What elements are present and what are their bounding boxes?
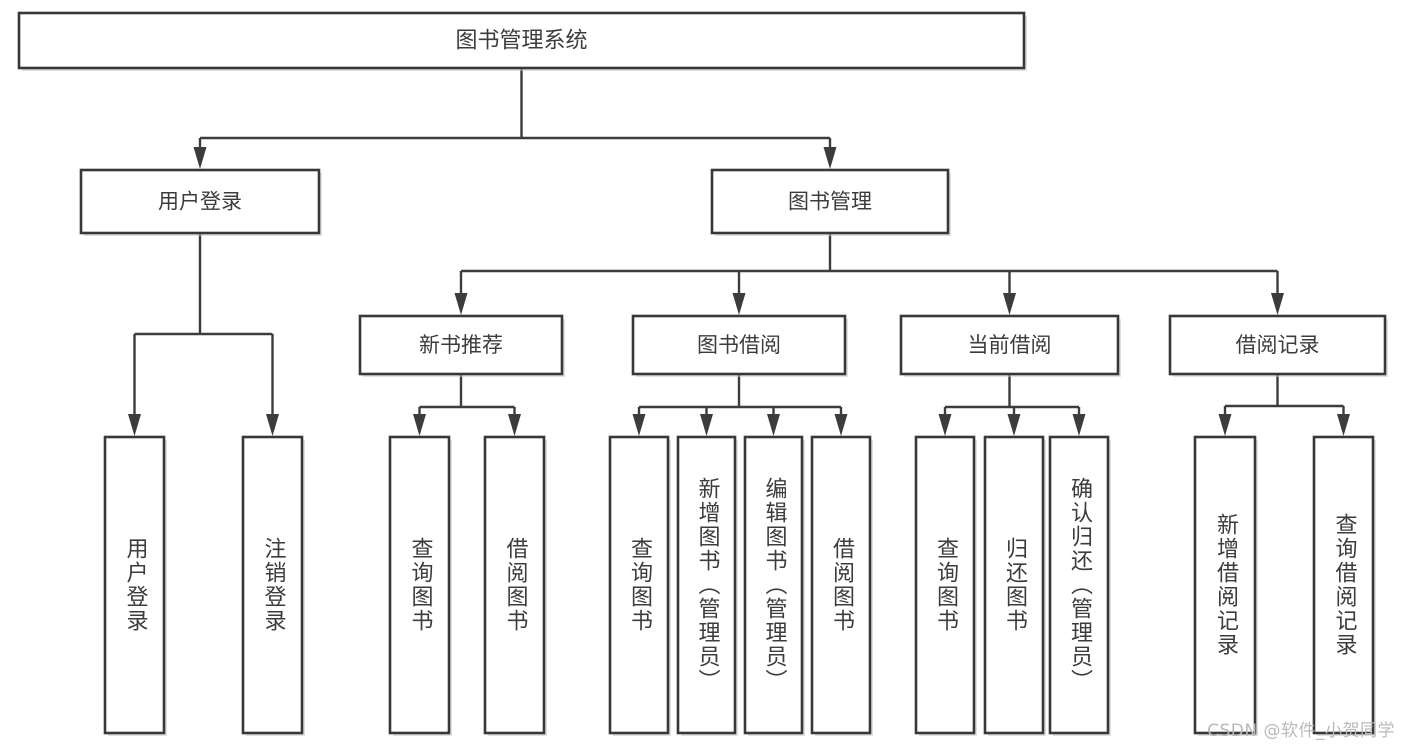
- node-box[interactable]: [914, 435, 976, 735]
- node-n-current-borrow[interactable]: 当前借阅: [899, 314, 1121, 377]
- arrow-head-icon: [938, 414, 952, 436]
- edge-group-g-user-login: [128, 233, 279, 436]
- edge-group-g-book-borrow: [632, 374, 848, 436]
- arrow-head-icon: [823, 147, 837, 169]
- arrow-head-icon: [1271, 293, 1284, 315]
- node-box[interactable]: [899, 314, 1120, 376]
- node-box[interactable]: [388, 435, 451, 735]
- node-box[interactable]: [1193, 435, 1257, 735]
- node-box[interactable]: [1048, 435, 1110, 735]
- arrow-head-icon: [834, 414, 848, 436]
- node-l-edit-book[interactable]: [743, 435, 805, 736]
- node-box[interactable]: [17, 11, 1026, 70]
- edge-group-g-current-borrow: [938, 374, 1086, 436]
- node-label: 用户登录: [158, 190, 242, 214]
- arrow-head-icon: [508, 414, 521, 436]
- node-l-query-book-borrow[interactable]: [608, 435, 671, 736]
- node-l-return-book[interactable]: [983, 435, 1046, 736]
- arrow-head-icon: [700, 414, 713, 436]
- node-label: 图书管理: [788, 190, 872, 214]
- node-l-confirm-return[interactable]: [1048, 435, 1111, 736]
- node-box[interactable]: [631, 314, 847, 376]
- node-l-borrow-book-rec[interactable]: [483, 435, 547, 736]
- edge-group-g-book-manage: [454, 233, 1284, 315]
- edge-group-g-root: [193, 68, 837, 169]
- arrow-head-icon: [413, 414, 426, 436]
- edge-group-g-new-book-rec: [413, 374, 521, 436]
- node-n-book-borrow[interactable]: 图书借阅: [631, 314, 848, 377]
- node-label: 借阅记录: [1236, 333, 1320, 357]
- node-n-book-manage[interactable]: 图书管理: [710, 168, 951, 236]
- node-box[interactable]: [743, 435, 804, 735]
- arrow-head-icon: [1072, 414, 1086, 436]
- node-n-new-book-rec[interactable]: 新书推荐: [358, 314, 565, 377]
- node-box[interactable]: [710, 168, 950, 235]
- node-box[interactable]: [241, 435, 304, 735]
- arrow-head-icon: [1337, 414, 1350, 436]
- node-l-logout[interactable]: [241, 435, 305, 736]
- node-l-add-borrow-record[interactable]: [1193, 435, 1258, 736]
- node-n-user-login[interactable]: 用户登录: [79, 168, 322, 236]
- node-l-user-login[interactable]: [103, 435, 167, 736]
- arrow-head-icon: [732, 293, 746, 315]
- node-box[interactable]: [483, 435, 546, 735]
- node-label: 新书推荐: [419, 333, 503, 357]
- watermark-text: CSDN @软件_小贺同学: [1207, 721, 1395, 741]
- arrow-head-icon: [767, 414, 780, 436]
- node-label: 当前借阅: [968, 333, 1052, 357]
- node-n-borrow-record[interactable]: 借阅记录: [1168, 314, 1388, 377]
- node-box[interactable]: [810, 435, 872, 735]
- node-l-query-borrow-record[interactable]: [1312, 435, 1376, 736]
- node-box[interactable]: [608, 435, 670, 735]
- node-box[interactable]: [79, 168, 321, 235]
- node-box[interactable]: [358, 314, 564, 376]
- node-l-borrow-book[interactable]: [810, 435, 873, 736]
- node-label: 图书管理系统: [455, 29, 587, 54]
- node-box[interactable]: [103, 435, 166, 735]
- node-box[interactable]: [983, 435, 1045, 735]
- arrow-head-icon: [128, 414, 141, 436]
- arrow-head-icon: [193, 147, 207, 169]
- node-l-query-book-rec[interactable]: [388, 435, 452, 736]
- arrow-head-icon: [1007, 414, 1021, 436]
- edge-group-g-borrow-record: [1218, 374, 1350, 436]
- node-box[interactable]: [1168, 314, 1387, 376]
- node-label: 图书借阅: [697, 333, 781, 357]
- arrow-head-icon: [632, 414, 646, 436]
- arrow-head-icon: [1218, 414, 1232, 436]
- node-l-query-book-cur[interactable]: [914, 435, 977, 736]
- node-box[interactable]: [1312, 435, 1375, 735]
- arrow-head-icon: [266, 414, 279, 436]
- arrow-head-icon: [1003, 293, 1016, 315]
- node-root[interactable]: 图书管理系统: [17, 11, 1027, 71]
- node-l-add-book[interactable]: [676, 435, 738, 736]
- node-box[interactable]: [676, 435, 737, 735]
- arrow-head-icon: [454, 293, 468, 315]
